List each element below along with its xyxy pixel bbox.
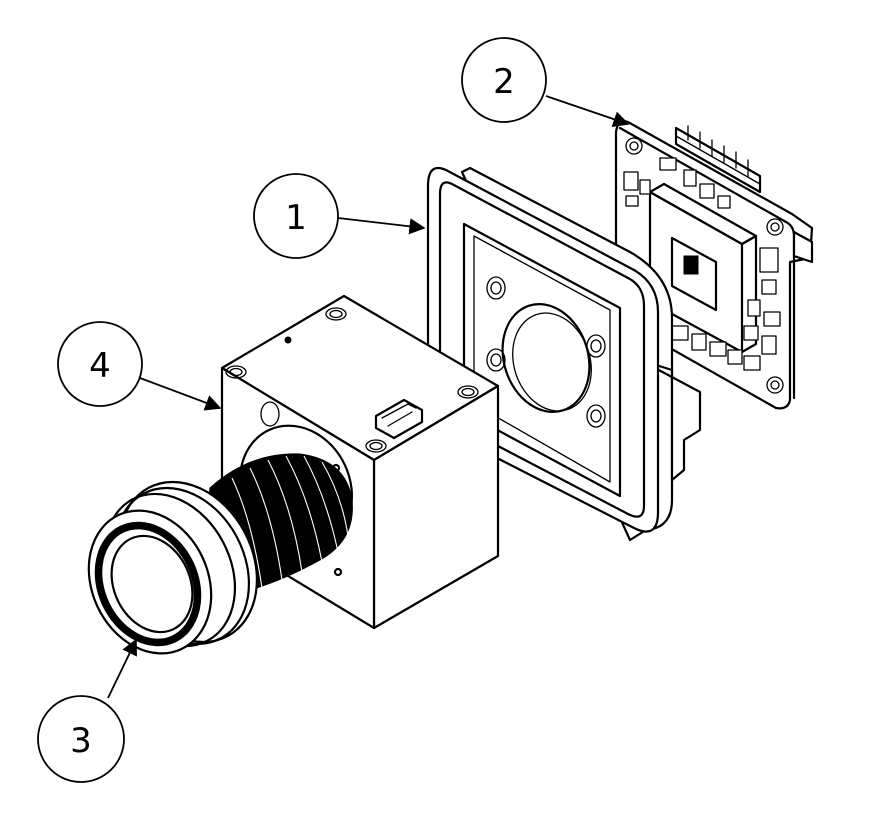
callout-3: 3 (37, 695, 125, 783)
leader-line-2 (545, 95, 630, 127)
callout-1-label: 1 (285, 198, 307, 238)
leader-line-3 (107, 638, 137, 699)
callout-1: 1 (253, 173, 339, 259)
lens (87, 453, 353, 655)
callout-2-label: 2 (493, 62, 515, 102)
leader-line-4 (139, 377, 222, 411)
leader-line-1 (337, 217, 426, 235)
callout-4: 4 (57, 321, 143, 407)
callout-2: 2 (461, 37, 547, 123)
callout-3-label: 3 (70, 721, 92, 761)
callout-4-label: 4 (89, 346, 111, 386)
